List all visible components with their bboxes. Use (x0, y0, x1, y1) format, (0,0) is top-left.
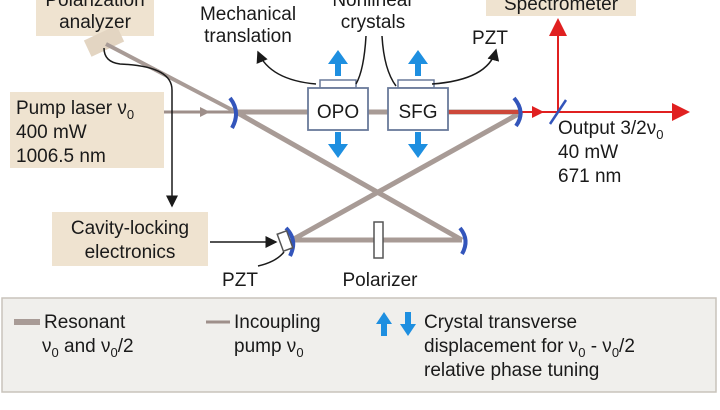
sfg-up-arrow (408, 50, 428, 76)
polarization-analyzer-line2: analyzer (59, 12, 131, 33)
cavity-locking-line1: Cavity-locking (71, 218, 189, 239)
crystal-displacement-arrows (328, 50, 428, 158)
mirror-pzt (284, 226, 296, 257)
pzt-bottom-leader (257, 251, 285, 267)
output-line3: 671 nm (558, 166, 621, 187)
legend-box (1, 297, 717, 393)
cavity-locking-box (52, 212, 208, 266)
legend-arrows-icon (376, 312, 416, 336)
sfg-down-arrow (408, 132, 428, 158)
output-line1: Output 3/2ν0 (558, 118, 663, 142)
mirror-input (228, 96, 238, 129)
resonant-beam-diag-1 (234, 109, 464, 243)
pzt-top-label: PZT (472, 28, 508, 49)
legend-incoupling-line1: Incoupling (234, 312, 321, 333)
sfg-label: SFG (398, 102, 437, 123)
polarization-analyzer-box (36, 0, 154, 36)
analyzer-detector (83, 25, 125, 57)
analyzer-to-electronics (103, 47, 178, 208)
legend-incoupling-line2: pump ν0 (234, 336, 304, 360)
pzt-actuator (276, 229, 294, 253)
pump-laser-line2: 400 mW (16, 122, 87, 143)
mech-translation-leader (256, 50, 317, 85)
opo-label: OPO (317, 102, 359, 123)
leak-beam (105, 42, 237, 114)
sfg-crystal (387, 87, 449, 131)
polarization-analyzer-line1: Polarization (45, 0, 144, 11)
legend-resonant-line2: ν0 and ν0/2 (42, 336, 134, 360)
opo-mount (319, 79, 357, 89)
mirror-bottom-right (458, 226, 468, 255)
pump-arrowhead (200, 107, 210, 117)
opo-crystal (307, 87, 369, 131)
output-arrowhead-mid (532, 106, 544, 118)
spectrometer-box (486, 0, 636, 16)
legend-crystal-line3: relative phase tuning (424, 360, 599, 381)
pump-laser-line1: Pump laser ν0 (16, 98, 134, 122)
sfg-mount (397, 79, 435, 89)
nonlinear-leader-1 (355, 35, 367, 85)
polarizer-label: Polarizer (343, 270, 419, 291)
legend-crystal-line2: displacement for ν0 - ν0/2 (424, 336, 635, 360)
cavity-locking-line2: electronics (85, 242, 176, 263)
pickoff-mirror (548, 99, 568, 125)
nonlinear-crystals-line2: crystals (341, 12, 405, 33)
legend-crystal-line1: Crystal transverse (424, 312, 577, 333)
opo-up-arrow (328, 50, 348, 76)
resonant-beam-diag-2 (290, 109, 524, 243)
opo-down-arrow (328, 132, 348, 158)
mechanical-translation-line1: Mechanical (200, 4, 296, 25)
mirror-output (512, 96, 523, 128)
legend-resonant-line1: Resonant (44, 312, 126, 333)
polarizer-plate (373, 221, 384, 259)
pump-laser-box (10, 92, 164, 168)
pump-laser-line3: 1006.5 nm (16, 146, 106, 167)
spectrometer-label: Spectrometer (504, 0, 619, 15)
pzt-top-leader (431, 48, 500, 85)
output-line2: 40 mW (558, 142, 618, 163)
mechanical-translation-line2: translation (204, 26, 292, 47)
nonlinear-leader-2 (381, 35, 397, 87)
nonlinear-crystals-line1: Nonlinear (332, 0, 414, 11)
pzt-bottom-label: PZT (222, 270, 258, 291)
